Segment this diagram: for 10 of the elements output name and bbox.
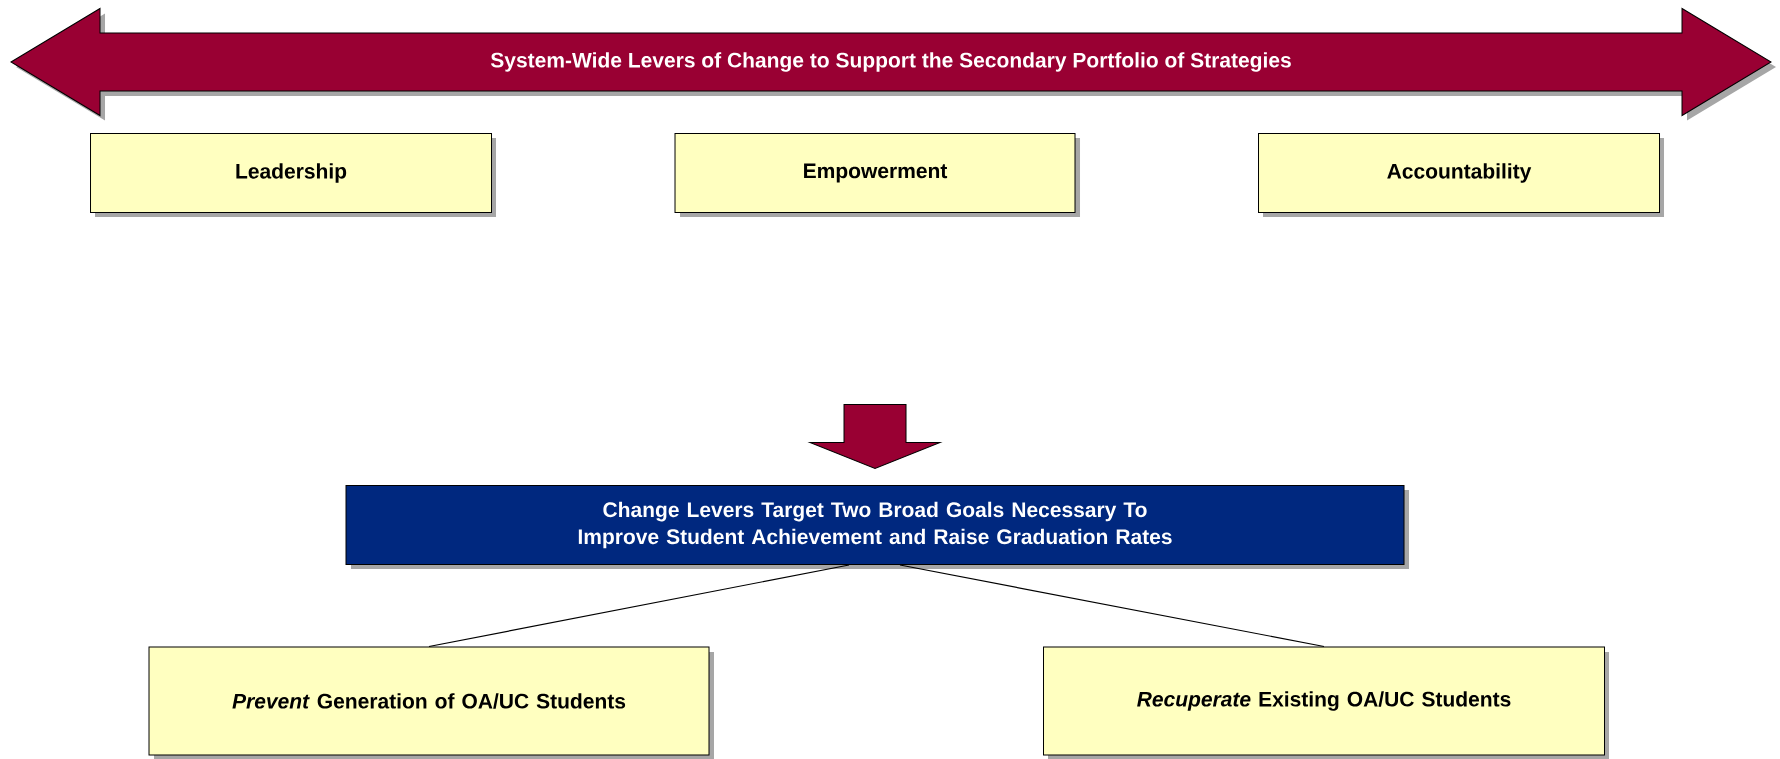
block-arrow [809, 404, 941, 469]
double-arrow-banner: System-Wide Levers of Change to Support the Secondary Portfolio of Strategies [10, 8, 1776, 121]
label-box: Prevent Generation of OA/UC Students [148, 646, 714, 759]
goal-box: Change Levers Target Two Broad Goals Necessary To Improve Student Achievement and Raise Graduation Rates [345, 485, 1409, 569]
connector-line [428, 564, 850, 648]
label-box: Leadership [90, 133, 496, 217]
label-box: Empowerment [674, 133, 1080, 217]
connector-line [899, 564, 1325, 648]
label-box: Recuperate Existing OA/UC Students [1043, 646, 1609, 759]
label-box: Accountability [1258, 133, 1664, 217]
